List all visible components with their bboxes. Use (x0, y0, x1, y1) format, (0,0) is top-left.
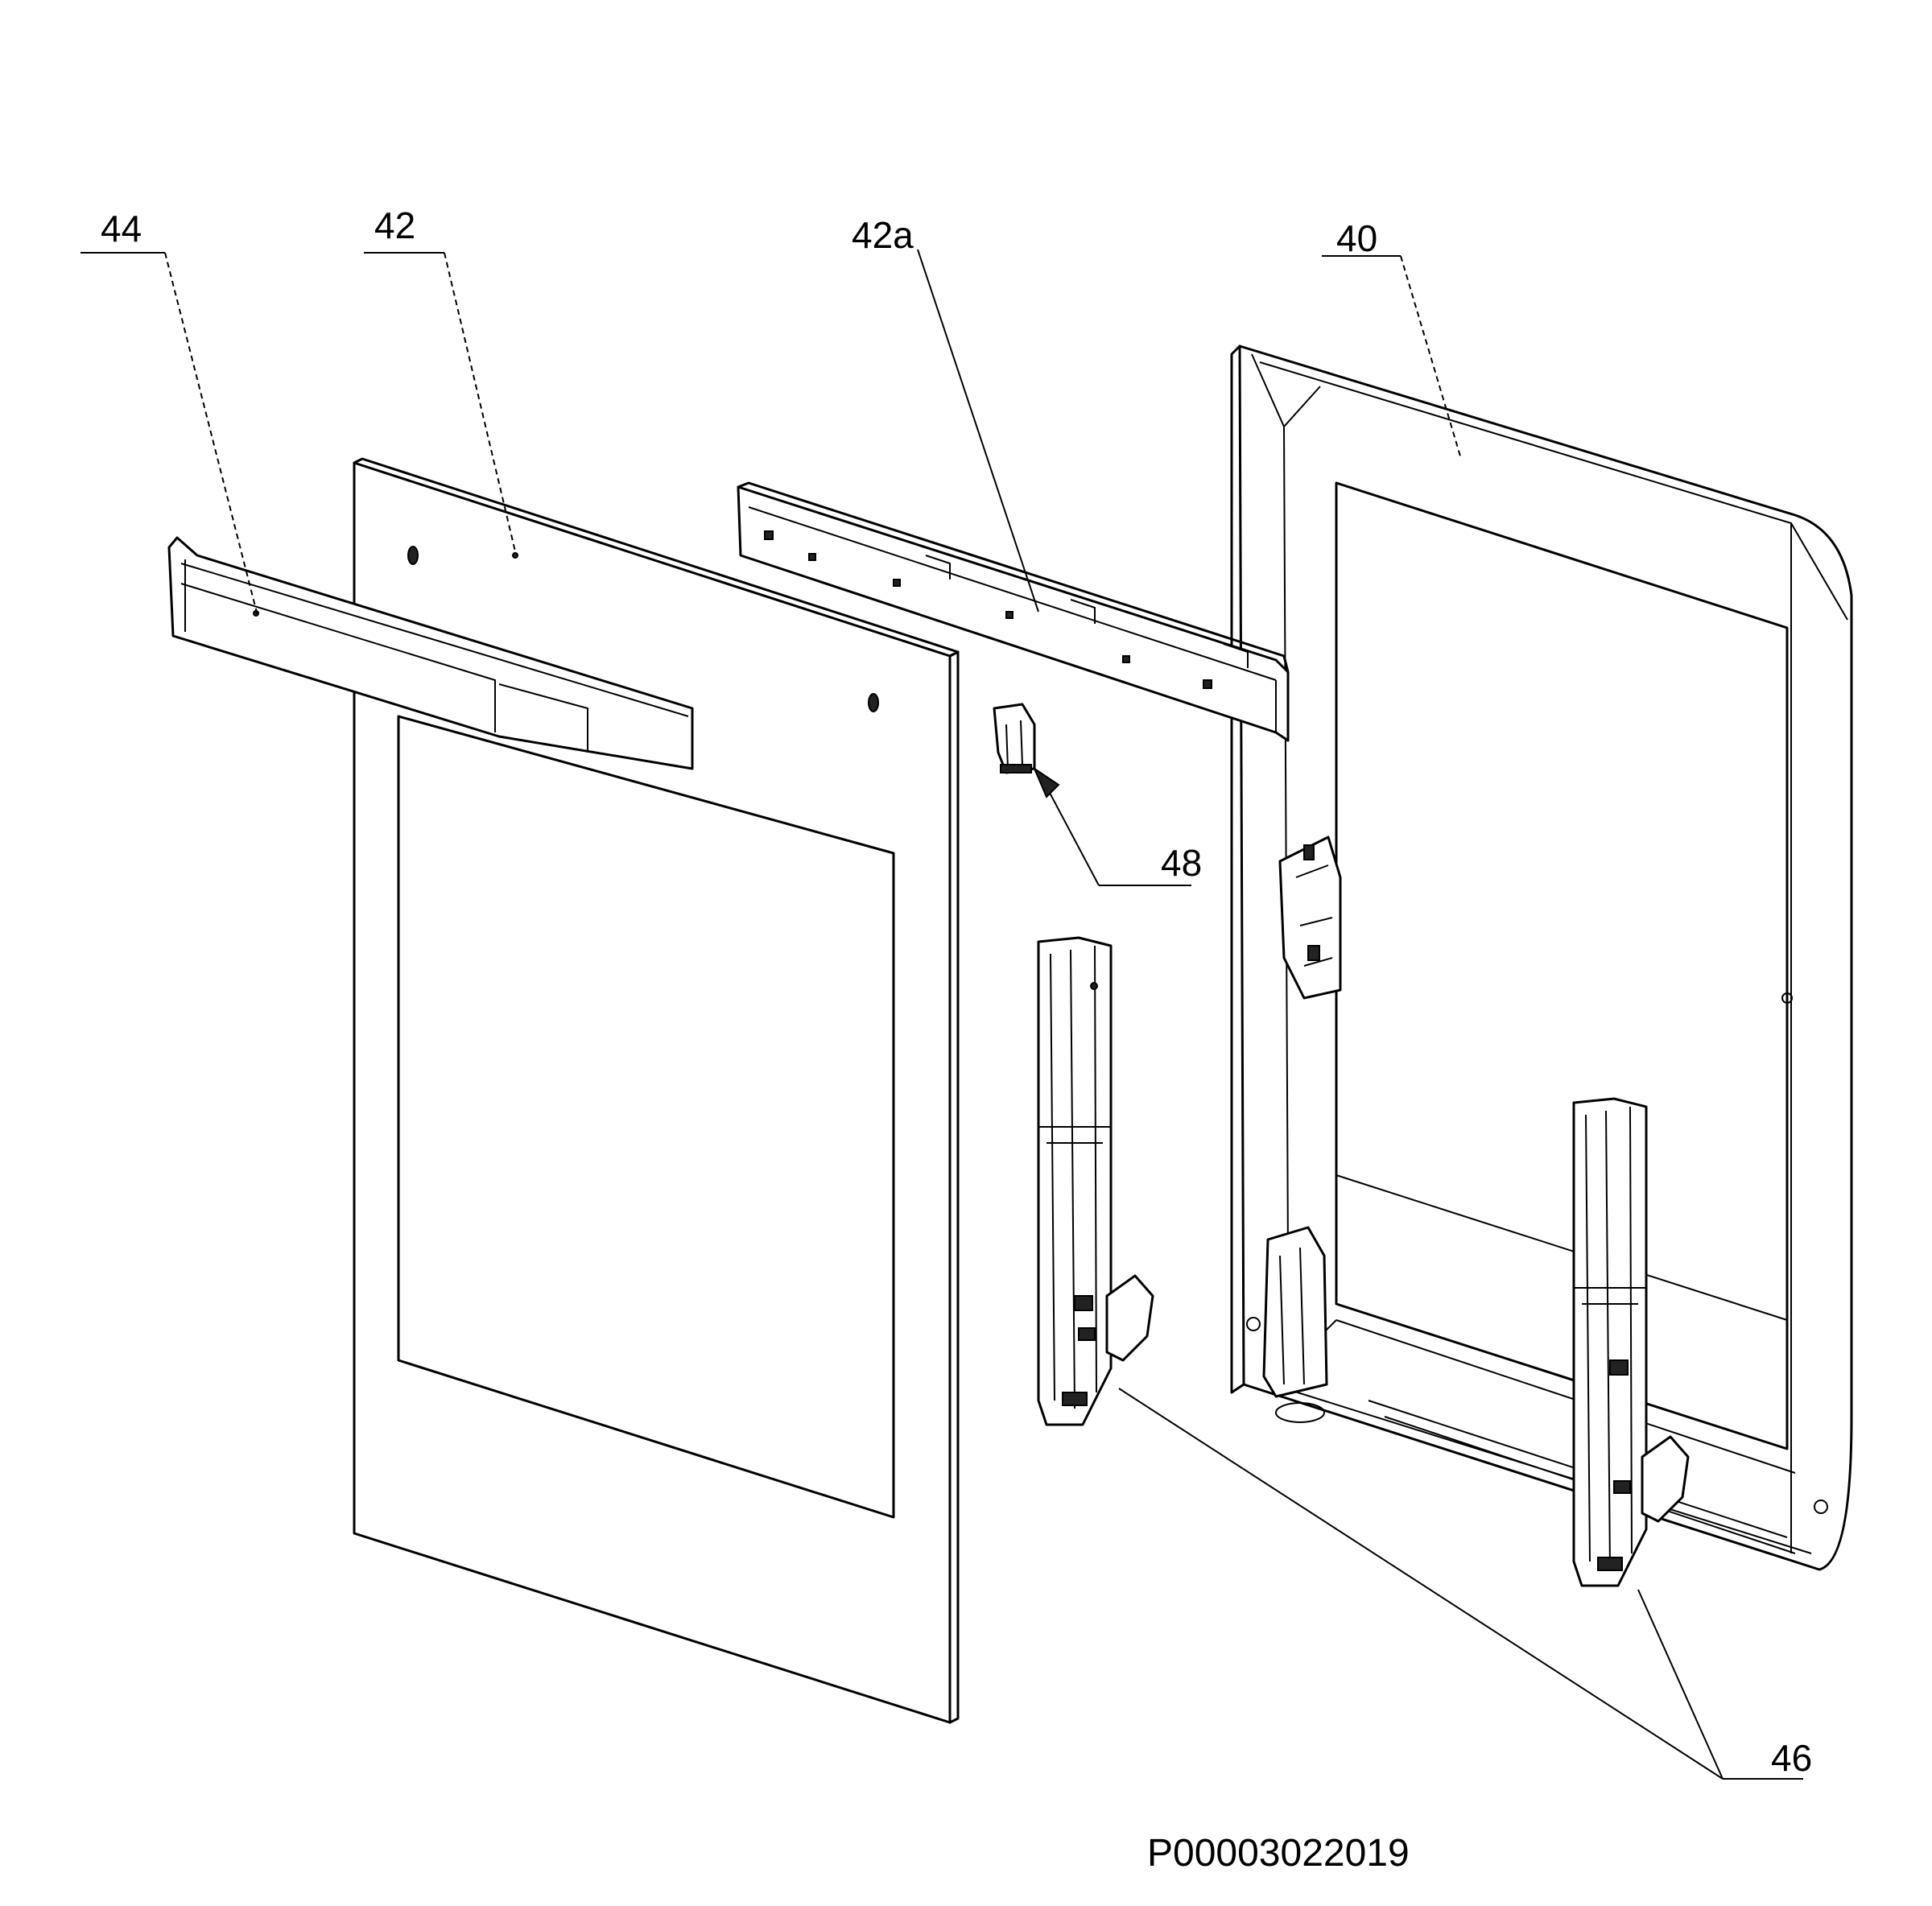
part-46-hinge-left (1037, 936, 1154, 1426)
part-40-inner-door (1230, 344, 1853, 1571)
label-44: 44 (101, 208, 142, 250)
part-code: P00003022019 (1147, 1832, 1410, 1875)
labels: 44 42 42a 40 48 46 P00003022019 (101, 204, 1812, 1875)
leader-lines (80, 249, 1803, 1780)
part-46-hinge-right (1572, 1097, 1690, 1587)
label-40: 40 (1336, 217, 1377, 259)
label-42a: 42a (852, 214, 914, 256)
label-48: 48 (1161, 842, 1202, 884)
label-42: 42 (374, 204, 415, 246)
part-44-handle (167, 536, 694, 770)
part-42a-rail (737, 481, 1290, 742)
part-48-catch (993, 703, 1036, 774)
label-46: 46 (1771, 1737, 1812, 1779)
part-42-glass-panel (353, 457, 960, 1724)
